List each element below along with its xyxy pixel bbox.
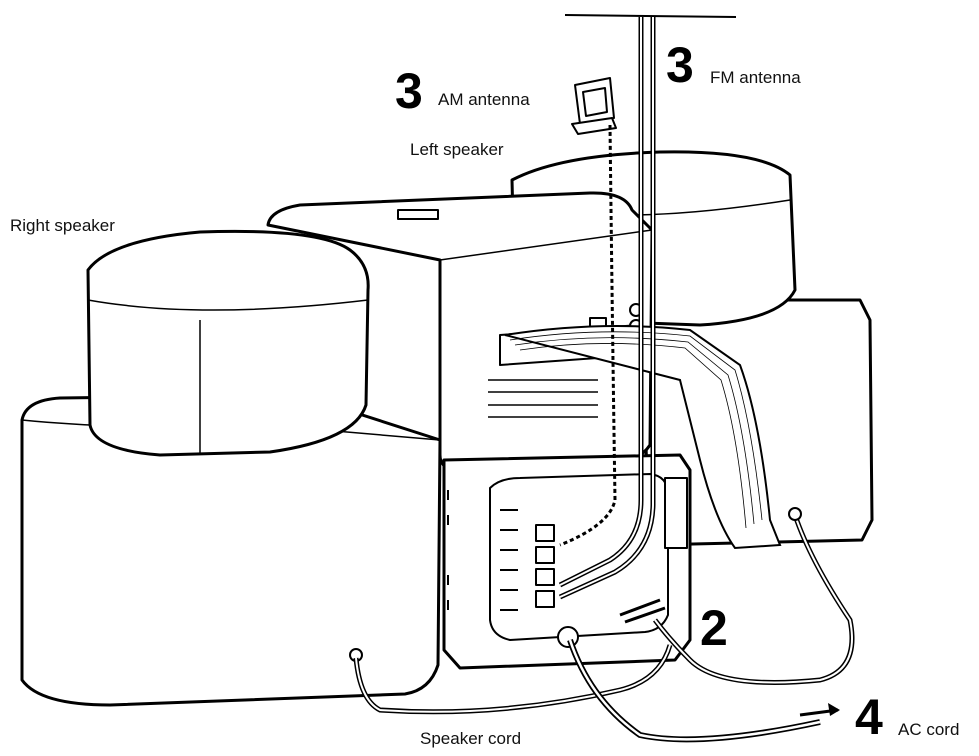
cords: [353, 507, 855, 743]
am-antenna: [559, 77, 617, 547]
arrow-head-icon: [828, 703, 840, 716]
right-speaker-label: Right speaker: [10, 216, 115, 235]
am-step-number: 3: [395, 63, 423, 119]
am-antenna-label: AM antenna: [438, 90, 530, 109]
fm-step-number: 3: [666, 37, 694, 93]
ac-cord-label: AC cord: [898, 720, 960, 739]
left-speaker-label: Left speaker: [410, 140, 504, 159]
step4-number: 4: [855, 689, 883, 745]
step2-number: 2: [700, 600, 728, 656]
fm-antenna: [558, 14, 737, 600]
fm-antenna-label: FM antenna: [710, 68, 801, 87]
speaker-cord-label: Speaker cord: [420, 729, 522, 748]
top-slot: [397, 209, 439, 220]
right-speaker: [20, 229, 442, 707]
connector-plug: [664, 477, 688, 549]
